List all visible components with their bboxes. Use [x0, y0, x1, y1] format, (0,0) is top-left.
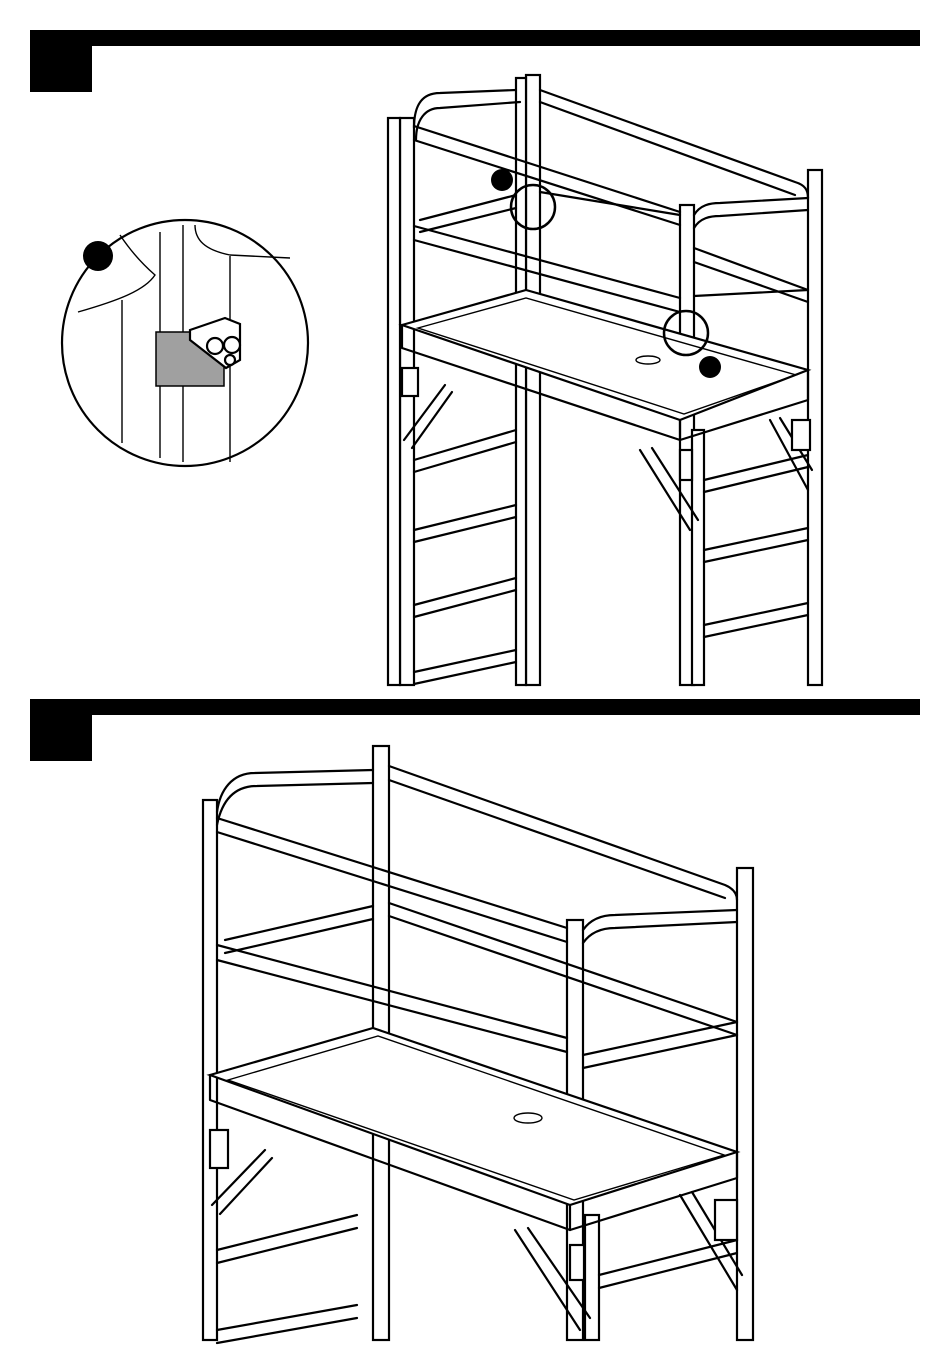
scaffold-step-1 [388, 75, 822, 685]
step-2-header-bar [92, 699, 920, 715]
scaffold-step-2 [203, 746, 753, 1343]
callout-marker-dot [83, 241, 113, 271]
step-2-block [30, 699, 92, 761]
step-1-illustration [0, 0, 950, 690]
